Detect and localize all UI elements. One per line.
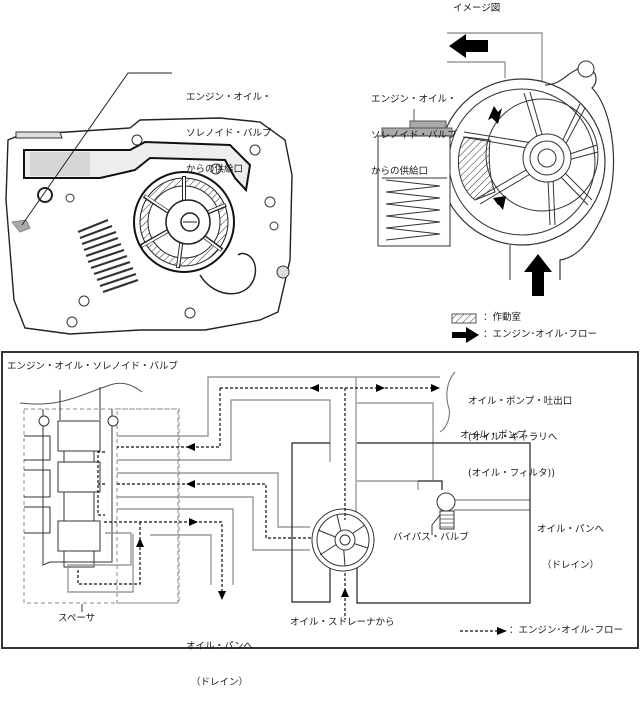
spacer-label: スペーサ: [58, 613, 96, 624]
diagram-canvas: [5, 32, 615, 635]
flow-arrow-left-icon: [449, 34, 488, 58]
image-diagram-title: イメージ図: [453, 3, 501, 14]
pump-housing-cutaway: [5, 72, 293, 335]
valve-ball-right: [107, 415, 119, 427]
bypass-valve-label: バイパス・バルブ: [393, 532, 469, 543]
legend-oil-flow-label: ：エンジン･オイル･フロー: [483, 329, 598, 340]
oil-pump-label: オイル・ポンプ: [460, 430, 527, 441]
valve-ball-left: [38, 415, 50, 427]
label-line: エンジン・オイル・: [371, 94, 457, 105]
pump-outlet-label: オイル・ポンプ・吐出口 (オイル・ギャラリへ (オイル・フィルタ)): [468, 372, 572, 492]
label-line: エンジン・オイル・: [186, 92, 272, 103]
label-line: からの供給口: [371, 166, 429, 177]
rotation-arrow-icon: [488, 106, 502, 124]
label-line: からの供給口: [186, 164, 244, 175]
label-line: （ドレイン）: [190, 677, 248, 688]
oil-pan-bottom-label: オイル・パンへ （ドレイン）: [186, 617, 253, 701]
top-left-supply-port-label: エンジン・オイル・ ソレノイド・バルブ からの供給口: [186, 68, 272, 188]
label-line: オイル・ポンプ・吐出口: [468, 396, 573, 407]
label-line: (オイル・ギャラリへ: [468, 432, 558, 443]
label-line: （ドレイン）: [541, 560, 599, 571]
label-line: オイル・パンへ: [186, 641, 253, 652]
solenoid-valve-label: エンジン・オイル・ソレノイド・バルブ: [7, 361, 179, 372]
image-diagram: [377, 32, 615, 343]
bottom-legend-oil-flow-label: ：エンジン･オイル･フロー: [509, 625, 624, 636]
label-line: ソレノイド・バルブ: [371, 130, 457, 141]
legend-dashed-arrow-icon: [497, 627, 507, 635]
label-line: (オイル・フィルタ)): [468, 468, 555, 479]
legend-solid-arrow-icon: [452, 327, 479, 343]
top-right-supply-port-label: エンジン・オイル・ ソレノイド・バルブ からの供給口: [371, 70, 457, 190]
legend-working-chamber-label: ：作動室: [483, 312, 522, 323]
rotation-arrow-icon: [493, 196, 506, 210]
flow-arrow-up-icon: [524, 254, 552, 296]
label-line: オイル・パンへ: [537, 524, 604, 535]
legend-hatch-swatch: [451, 313, 477, 324]
oil-pan-right-label: オイル・パンへ （ドレイン）: [537, 500, 604, 584]
hydraulic-schematic: [19, 371, 531, 635]
label-line: ソレノイド・バルブ: [186, 128, 272, 139]
oil-strainer-label: オイル・ストレーナから: [290, 617, 395, 628]
schematic-frame: [1, 351, 639, 649]
